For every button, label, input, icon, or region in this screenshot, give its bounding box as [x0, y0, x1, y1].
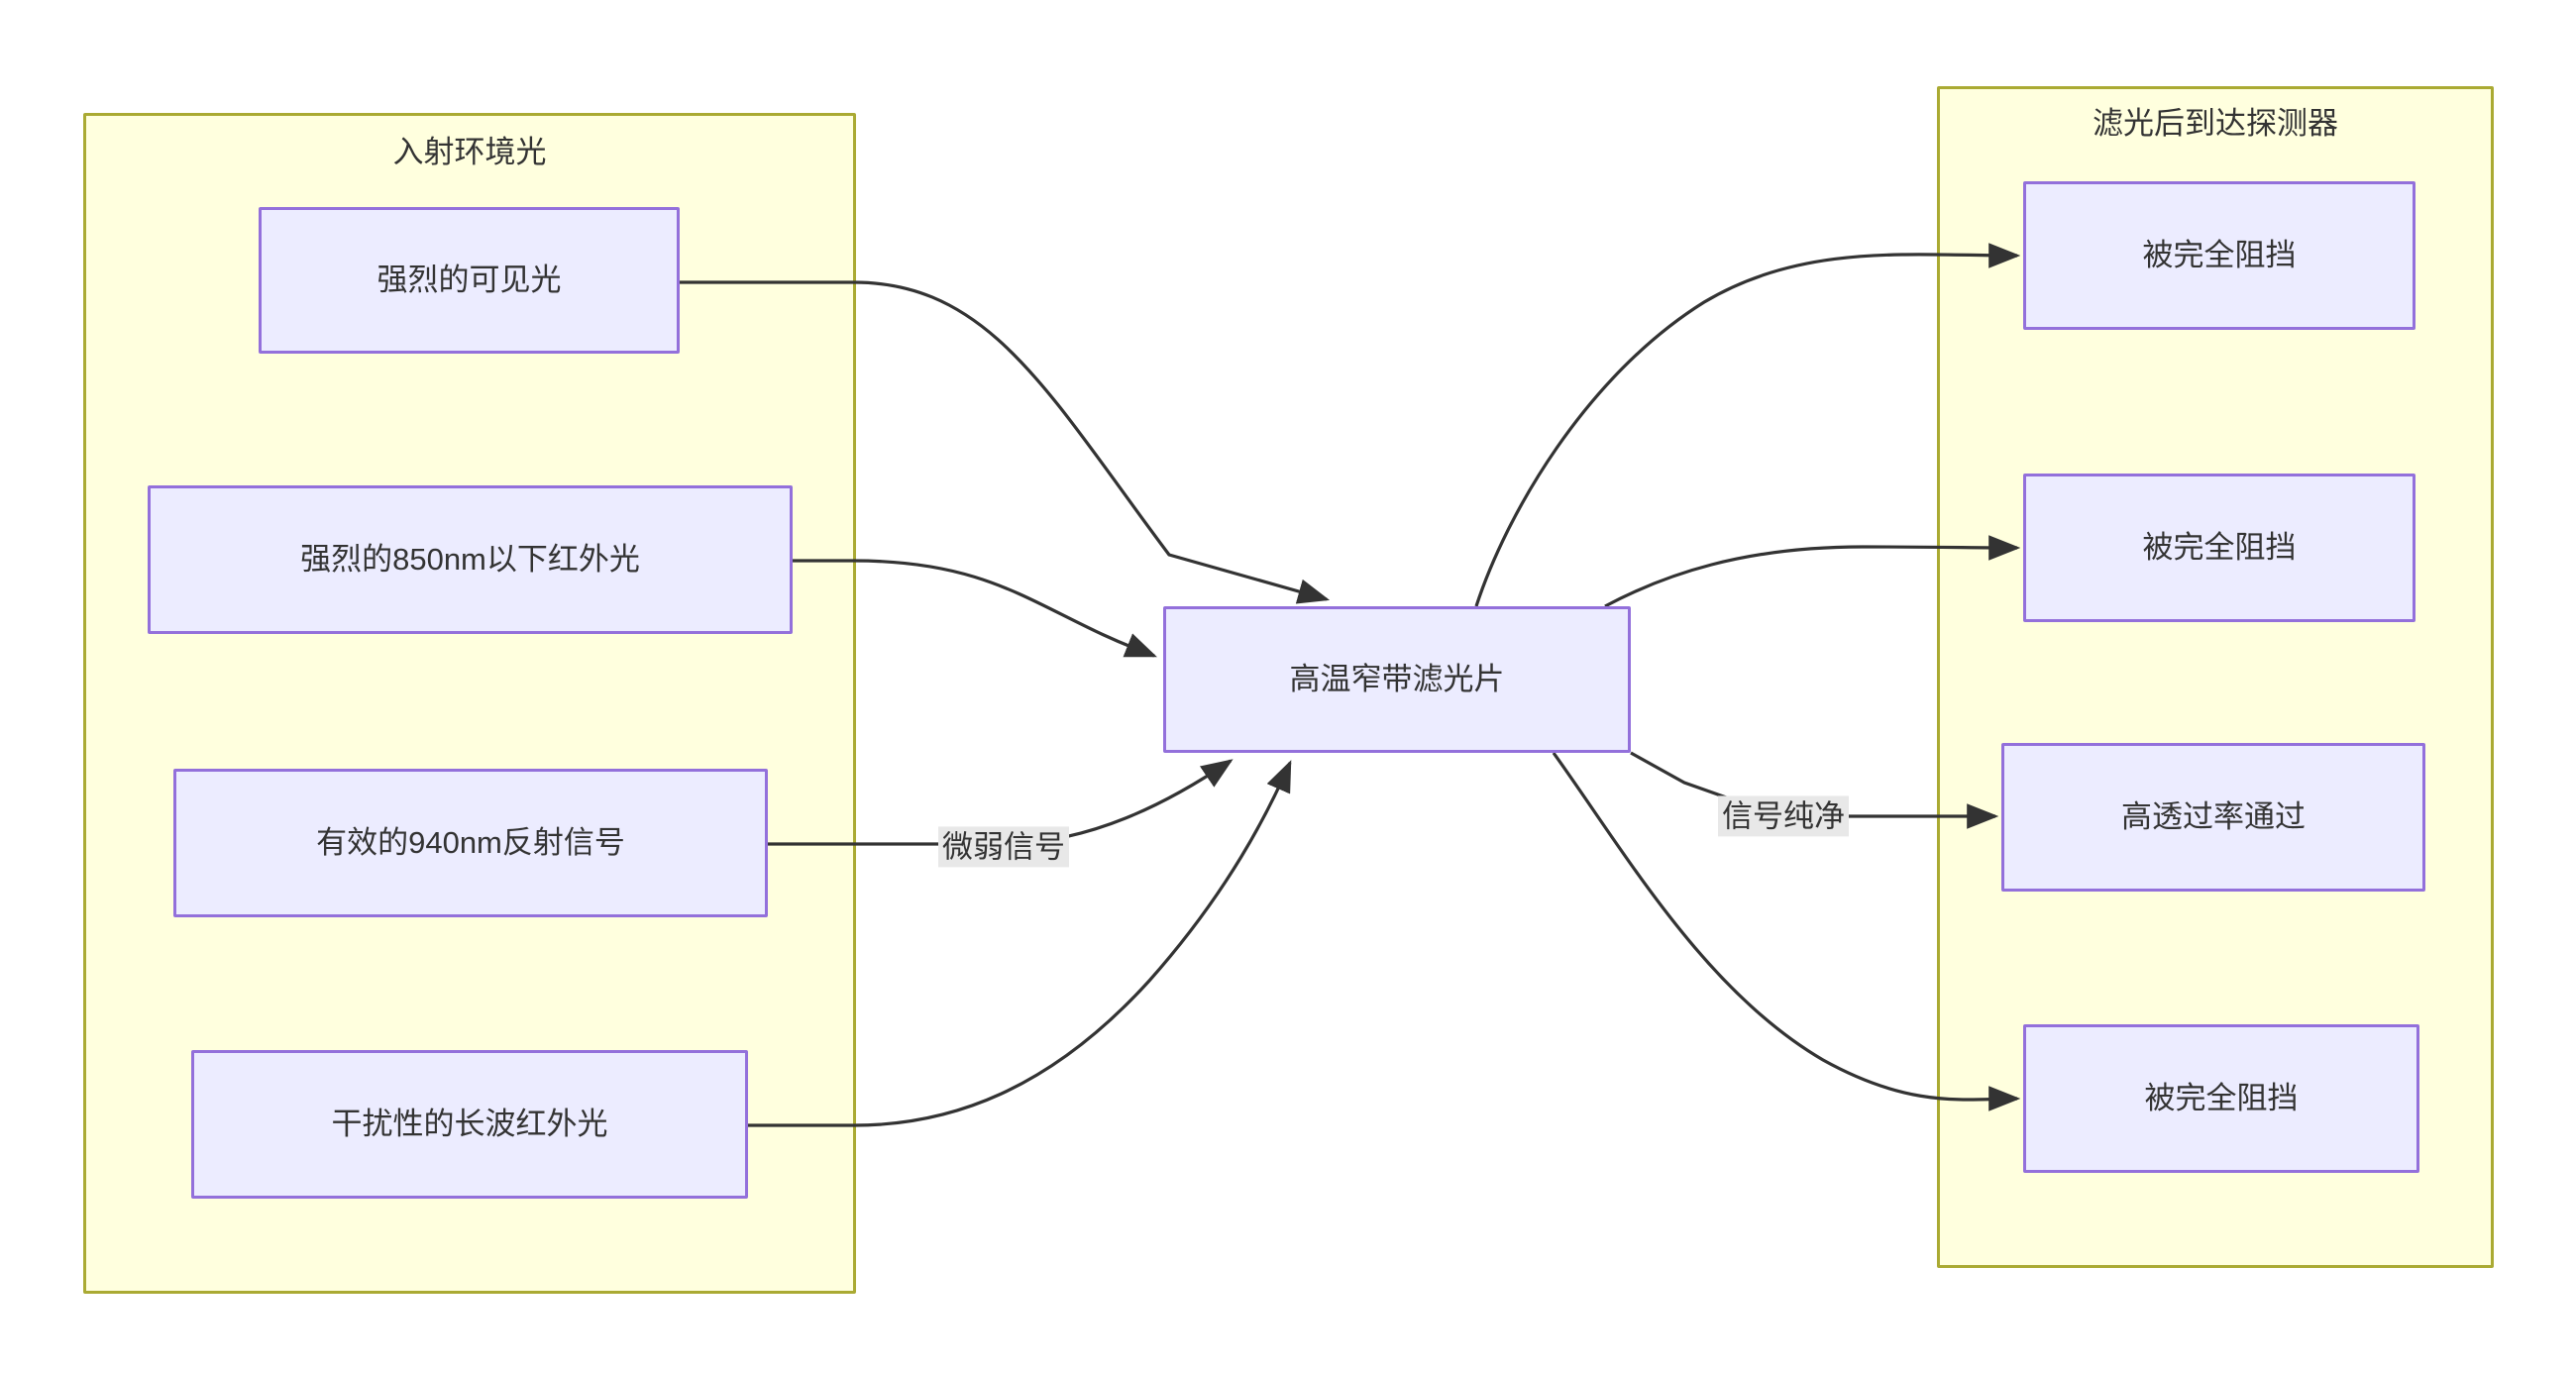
node-label: 有效的940nm反射信号: [316, 824, 625, 860]
edge-label-clean-signal: 信号纯净: [1718, 795, 1849, 837]
node-label: 高温窄带滤光片: [1289, 661, 1505, 696]
cluster-incoming-title: 入射环境光: [392, 135, 547, 169]
node-high-transmittance-pass[interactable]: 高透过率通过: [2001, 743, 2425, 892]
node-label: 被完全阻挡: [2142, 529, 2297, 565]
node-strong-visible-light[interactable]: 强烈的可见光: [259, 207, 680, 354]
edge-label-weak-signal: 微弱信号: [938, 826, 1069, 868]
node-fully-blocked-2[interactable]: 被完全阻挡: [2023, 474, 2415, 622]
node-strong-ir-below-850nm[interactable]: 强烈的850nm以下红外光: [148, 485, 793, 634]
node-label: 强烈的850nm以下红外光: [300, 541, 640, 577]
node-label: 强烈的可见光: [376, 262, 562, 297]
node-valid-940nm-reflected-signal[interactable]: 有效的940nm反射信号: [173, 769, 768, 917]
node-interfering-longwave-ir[interactable]: 干扰性的长波红外光: [191, 1050, 748, 1199]
node-label: 被完全阻挡: [2142, 237, 2297, 272]
node-label: 高透过率通过: [2121, 798, 2306, 834]
node-fully-blocked-1[interactable]: 被完全阻挡: [2023, 181, 2415, 330]
node-label: 被完全阻挡: [2144, 1080, 2299, 1115]
node-fully-blocked-3[interactable]: 被完全阻挡: [2023, 1024, 2419, 1173]
node-label: 干扰性的长波红外光: [331, 1106, 608, 1141]
node-high-temp-narrowband-filter[interactable]: 高温窄带滤光片: [1163, 606, 1631, 753]
cluster-detector-title: 滤光后到达探测器: [2093, 106, 2338, 141]
